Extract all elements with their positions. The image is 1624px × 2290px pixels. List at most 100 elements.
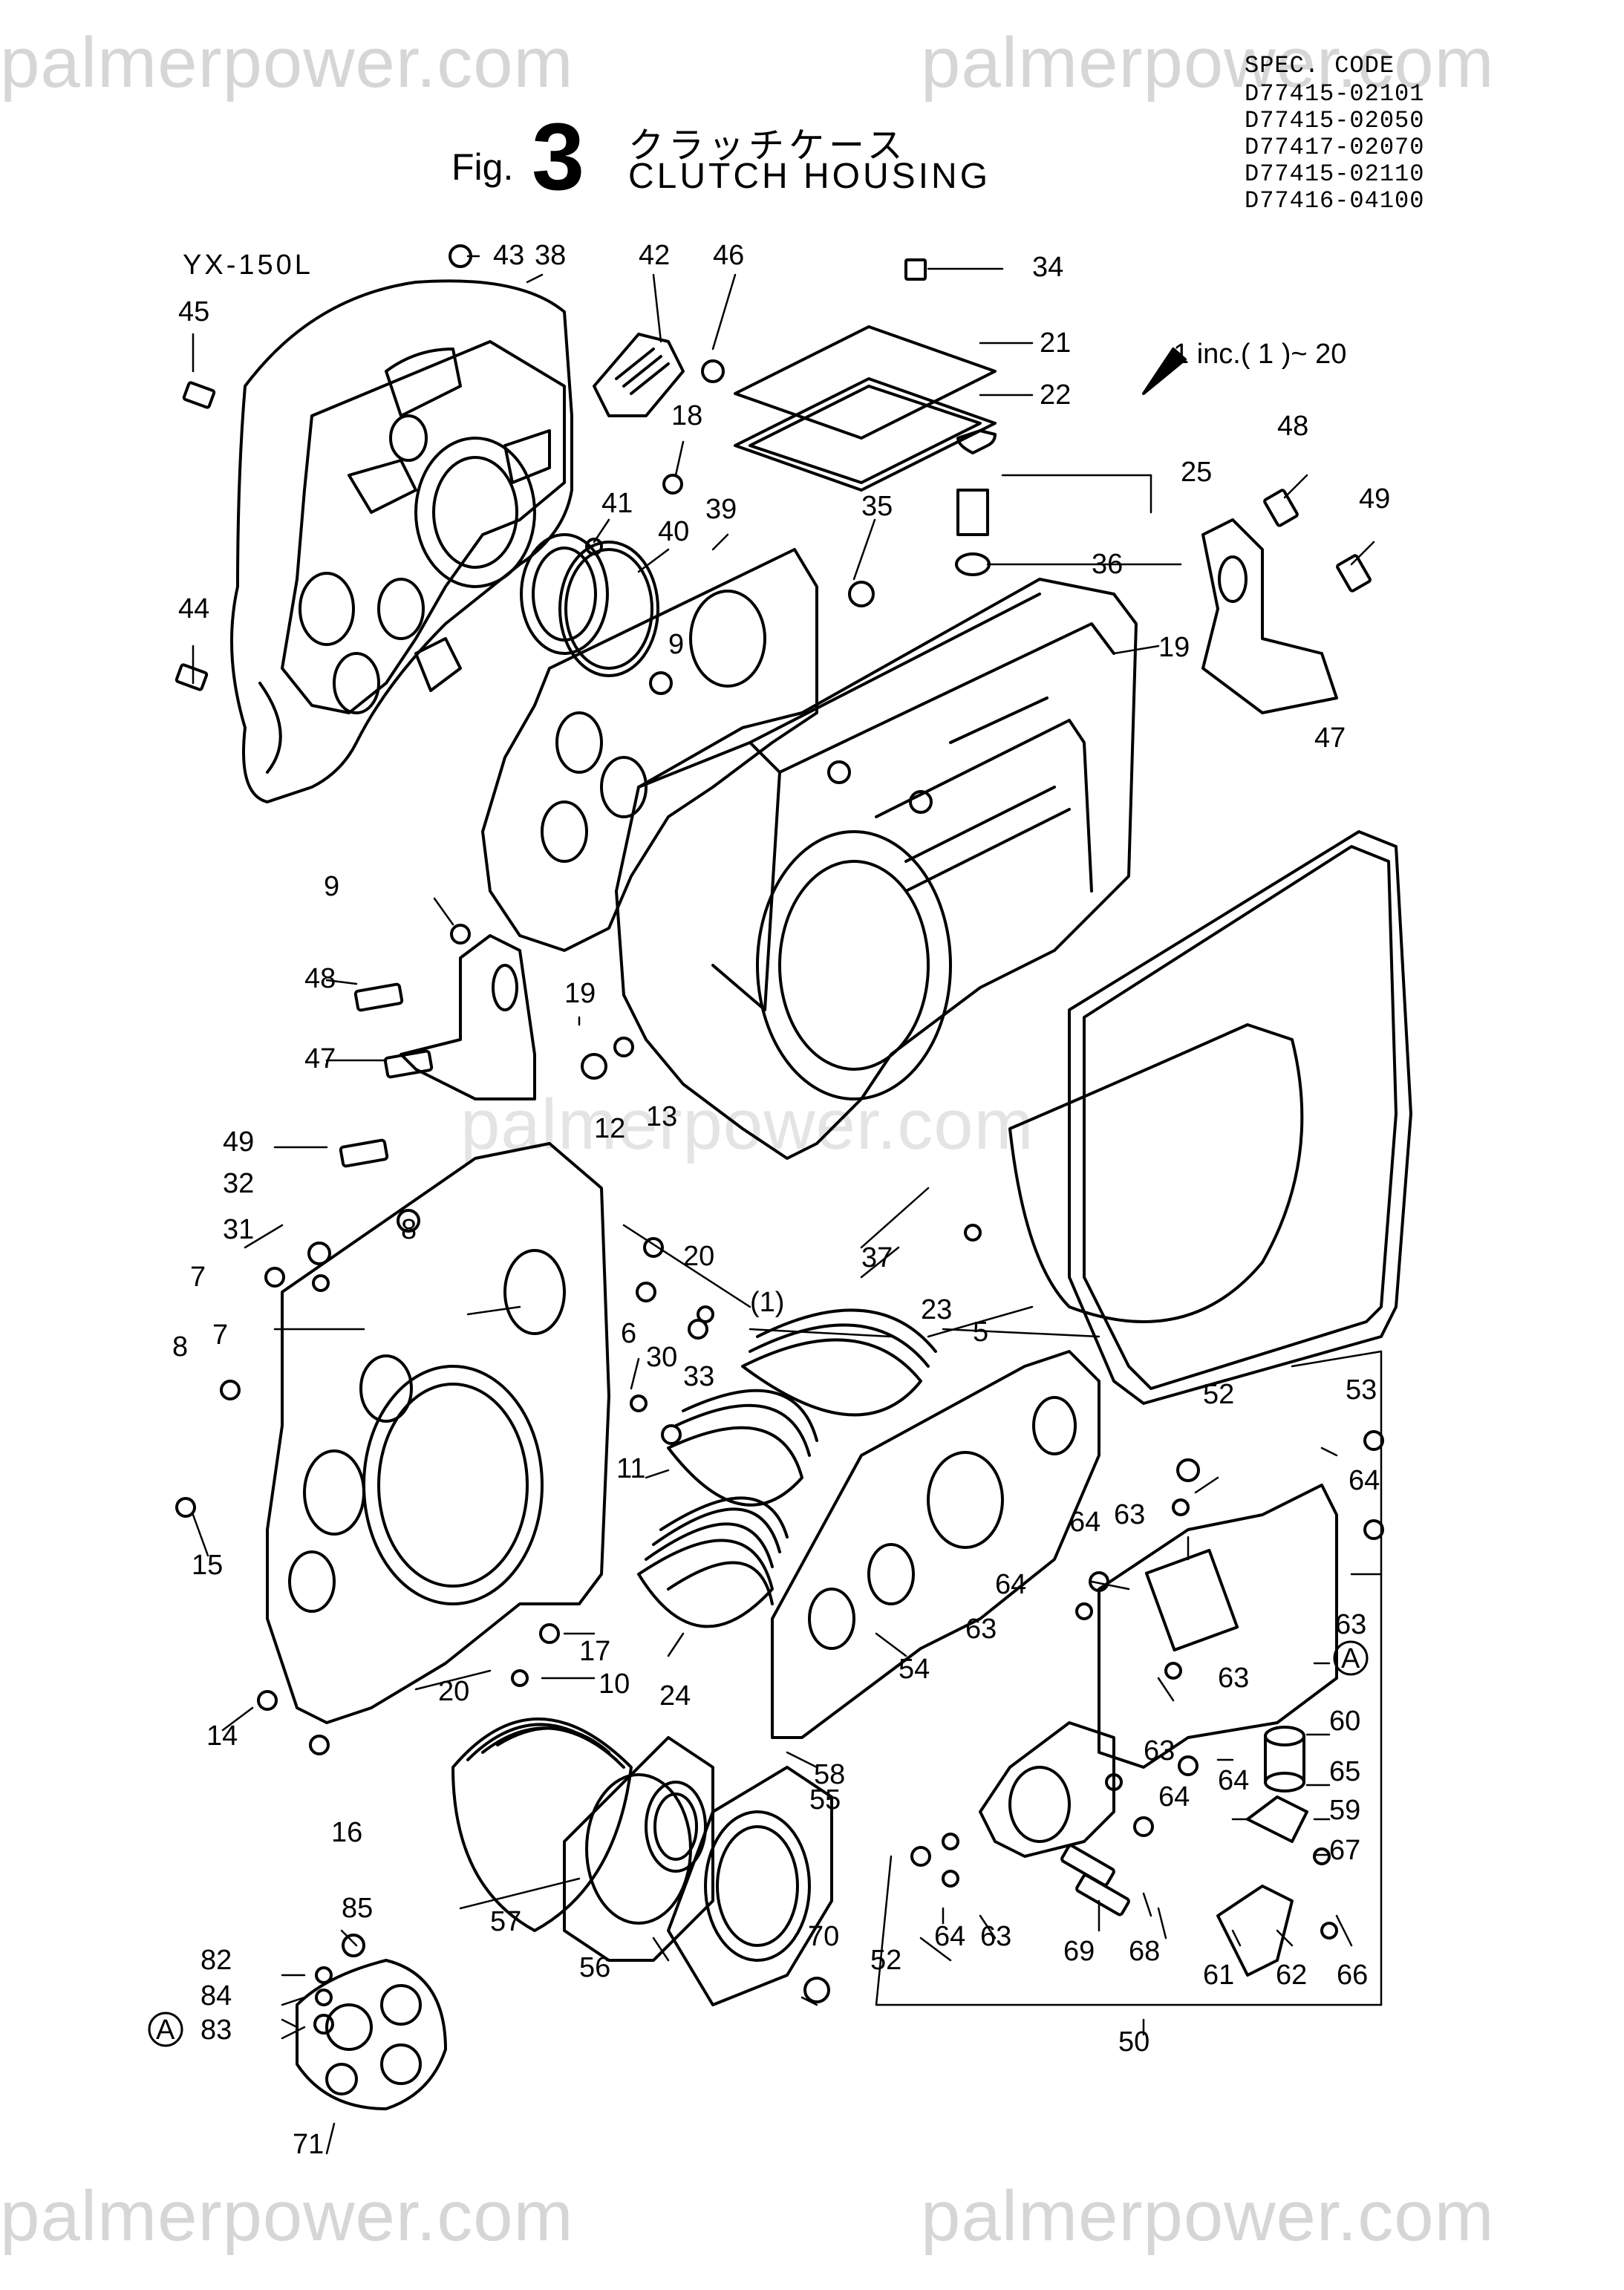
figure-label: Fig. bbox=[451, 146, 514, 188]
part-label: 52 bbox=[1203, 1379, 1234, 1410]
clutch-housing-main bbox=[615, 578, 1138, 1160]
part-label: 8 bbox=[401, 1214, 417, 1245]
gasket-22 bbox=[734, 377, 997, 492]
part-label: 70 bbox=[808, 1921, 839, 1952]
part-label: 41 bbox=[601, 488, 633, 519]
part-label: 30 bbox=[646, 1342, 677, 1373]
part-label: 37 bbox=[861, 1242, 893, 1273]
part-label: 12 bbox=[594, 1113, 625, 1144]
part-label: 32 bbox=[223, 1168, 254, 1199]
spec-code: D77415-02101 bbox=[1245, 80, 1425, 108]
model-label: YX-150L bbox=[183, 249, 313, 281]
flywheel-housing-38 bbox=[230, 279, 573, 803]
part-label: 64 bbox=[995, 1569, 1026, 1600]
seal-58 bbox=[645, 1781, 707, 1873]
part-label: 63 bbox=[965, 1614, 997, 1645]
part-label: 47 bbox=[304, 1043, 336, 1074]
watermark-top-left: palmerpower.com bbox=[0, 23, 574, 102]
bolts bbox=[175, 244, 1384, 2035]
part-label: 17 bbox=[579, 1636, 610, 1667]
part-label: 20 bbox=[683, 1241, 714, 1272]
bracket-47-left bbox=[400, 934, 536, 1100]
part-label: 5 bbox=[973, 1317, 988, 1348]
part-label: 23 bbox=[921, 1294, 952, 1325]
part-label: 60 bbox=[1329, 1706, 1360, 1737]
title-japanese: クラッチケース bbox=[628, 126, 907, 166]
part-label: 38 bbox=[535, 240, 566, 271]
part-label: 39 bbox=[705, 494, 737, 525]
spec-code: D77415-02110 bbox=[1245, 160, 1425, 188]
pump-body-52 bbox=[979, 1484, 1338, 1858]
breather-25 bbox=[955, 429, 997, 576]
part-label: 15 bbox=[192, 1550, 223, 1581]
part-label: 63 bbox=[1114, 1499, 1145, 1530]
part-label: 19 bbox=[1158, 632, 1190, 663]
bracket-47-right bbox=[1201, 518, 1338, 714]
leader-lines bbox=[192, 255, 1383, 2155]
part-label: 64 bbox=[1218, 1765, 1249, 1796]
part-label: 45 bbox=[178, 296, 209, 327]
part-label: 67 bbox=[1329, 1835, 1360, 1866]
reference-marker-a: A bbox=[156, 2015, 175, 2046]
part-label: 50 bbox=[1118, 2026, 1149, 2058]
part-label: (1) bbox=[750, 1287, 784, 1318]
part-label: 57 bbox=[490, 1906, 521, 1937]
spec-code-heading: SPEC. CODE bbox=[1245, 52, 1395, 79]
part-label: 84 bbox=[200, 1980, 232, 2012]
part-label: 65 bbox=[1329, 1756, 1360, 1787]
part-label: 49 bbox=[223, 1126, 254, 1158]
watermark-bottom-right: palmerpower.com bbox=[921, 2176, 1495, 2256]
part-label: 47 bbox=[1314, 722, 1346, 754]
reference-marker-a: A bbox=[1341, 1643, 1360, 1674]
part-label: 43 bbox=[493, 240, 524, 271]
spec-code: D77415-02050 bbox=[1245, 107, 1425, 134]
part-label: 46 bbox=[713, 240, 744, 271]
cover-61 bbox=[1216, 1885, 1294, 1977]
o-ring-40 bbox=[558, 541, 659, 677]
part-label: 22 bbox=[1040, 379, 1071, 411]
oil-pump-71 bbox=[296, 1959, 447, 2110]
gasket-39 bbox=[481, 548, 818, 952]
part-label: 19 bbox=[564, 978, 596, 1009]
part-label: 13 bbox=[646, 1101, 677, 1132]
part-label: 48 bbox=[304, 963, 336, 994]
seal-57 bbox=[451, 1718, 633, 1932]
part-label: 40 bbox=[658, 516, 689, 547]
part-label: 54 bbox=[899, 1654, 930, 1685]
part-label: 34 bbox=[1032, 252, 1063, 283]
part-label: 20 bbox=[438, 1676, 469, 1707]
part-label: 48 bbox=[1277, 411, 1308, 442]
watermark-middle: palmerpower.com bbox=[460, 1085, 1034, 1164]
part-label: 58 bbox=[814, 1759, 845, 1790]
title-english: CLUTCH HOUSING bbox=[628, 157, 991, 196]
part-label: 66 bbox=[1337, 1960, 1368, 1991]
part-label: 31 bbox=[223, 1214, 254, 1245]
watermark-bottom-left: palmerpower.com bbox=[0, 2176, 574, 2256]
part-label: 64 bbox=[1158, 1781, 1190, 1813]
part-label: 61 bbox=[1203, 1960, 1234, 1991]
part-label: 7 bbox=[212, 1319, 228, 1351]
part-label: 10 bbox=[599, 1668, 630, 1700]
part-label: 68 bbox=[1129, 1936, 1160, 1967]
part-label: 62 bbox=[1276, 1960, 1307, 1991]
part-label: 82 bbox=[200, 1945, 232, 1976]
part-label: 33 bbox=[683, 1361, 714, 1392]
part-label: 63 bbox=[980, 1921, 1011, 1952]
part-label: 42 bbox=[639, 240, 670, 271]
reference-circle bbox=[1333, 1640, 1369, 1676]
part-label: 63 bbox=[1144, 1735, 1175, 1767]
part-label: 64 bbox=[1069, 1507, 1100, 1538]
reference-circle bbox=[148, 2012, 183, 2047]
front-plate bbox=[266, 1142, 610, 1724]
part-label: 64 bbox=[934, 1921, 965, 1952]
part-label: 9 bbox=[324, 871, 339, 902]
part-label: 7 bbox=[190, 1262, 206, 1293]
part-label: 49 bbox=[1359, 483, 1390, 515]
part-label: 21 bbox=[1040, 327, 1071, 359]
watermark-top-right: palmerpower.com bbox=[921, 23, 1495, 102]
part-label: 64 bbox=[1349, 1465, 1380, 1496]
part-label: 85 bbox=[342, 1893, 373, 1924]
cover-42 bbox=[593, 333, 685, 417]
